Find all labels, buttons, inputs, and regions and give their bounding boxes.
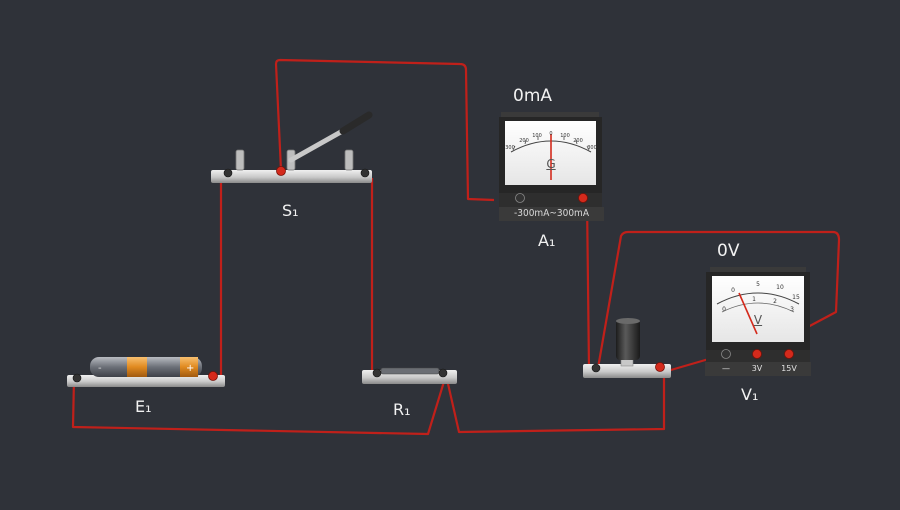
ammeter-range: -300mA~300mA	[514, 208, 589, 219]
switch-handle[interactable]	[339, 111, 373, 135]
ammeter-terminal-positive[interactable]	[578, 193, 588, 203]
ammeter-terminal-bar	[499, 193, 602, 207]
capacitor-can	[616, 320, 640, 360]
voltmeter-needle	[738, 292, 758, 335]
capacitor-terminal-left[interactable]	[591, 363, 601, 373]
voltmeter-terminal-minus[interactable]	[721, 349, 731, 359]
voltmeter-scale-outer-label: 15	[792, 294, 800, 301]
ammeter-scale-label: 100	[560, 133, 570, 139]
ammeter-scale-label: 300	[587, 145, 597, 151]
switch[interactable]	[211, 111, 373, 183]
wire-resistor-to-capacitor[interactable]	[444, 371, 666, 434]
ammeter-reading: 0mA	[513, 86, 553, 106]
ammeter-scale-label: 300	[505, 145, 515, 151]
wire-ammeter-to-capacitor[interactable]	[585, 199, 595, 370]
battery-terminal-negative[interactable]	[72, 373, 82, 383]
voltmeter[interactable]	[705, 267, 811, 376]
switch-post-right	[344, 149, 354, 171]
ammeter-top-cap	[501, 112, 599, 118]
voltmeter-top-cap	[710, 267, 806, 273]
switch-terminal-right[interactable]	[360, 168, 370, 178]
voltmeter-terminal-3v-label: 3V	[751, 364, 763, 373]
voltmeter-symbol: V	[753, 313, 763, 327]
wire-battery-to-resistor[interactable]	[71, 374, 448, 436]
voltmeter-scale-inner-label: 3	[790, 306, 794, 313]
capacitor-top	[616, 318, 640, 324]
switch-terminal-middle[interactable]	[276, 166, 286, 176]
resistor-terminal-left[interactable]	[372, 368, 382, 378]
ammeter-range-plate	[499, 207, 604, 221]
voltmeter-scale-inner-label: 0	[722, 306, 726, 313]
wire-switch-right-to-resistor[interactable]	[370, 178, 377, 375]
ammeter-scale-label: 200	[519, 138, 529, 144]
switch-post-left	[235, 149, 245, 171]
voltmeter-terminal-15v-label: 15V	[781, 364, 797, 373]
ammeter-scale-label: 100	[532, 133, 542, 139]
resistor[interactable]	[362, 367, 457, 384]
voltmeter-terminal-15v[interactable]	[784, 349, 794, 359]
battery-plus-mark: +	[186, 363, 194, 374]
voltmeter-terminal-3v[interactable]	[752, 349, 762, 359]
ammeter-label: A₁	[538, 231, 556, 250]
resistor-body	[380, 367, 440, 375]
wire-switch-to-ammeter[interactable]	[274, 58, 495, 202]
voltmeter-scale-arc-inner	[721, 302, 795, 313]
voltmeter-scale-outer-label: 10	[776, 284, 784, 291]
ammeter-symbol: G	[546, 157, 556, 171]
battery[interactable]: - +	[67, 357, 225, 387]
capacitor-terminal-right[interactable]	[655, 362, 665, 372]
voltmeter-scale-outer-label: 0	[731, 287, 735, 294]
voltmeter-face	[712, 276, 804, 342]
switch-base	[211, 170, 372, 183]
battery-band-left	[127, 357, 147, 377]
voltmeter-scale-arc-outer	[716, 292, 800, 305]
resistor-label: R₁	[393, 400, 411, 419]
wire-capacitor-to-voltmeter-loop[interactable]	[596, 230, 841, 369]
battery-label: E₁	[135, 397, 152, 416]
capacitor-base	[583, 364, 671, 378]
battery-base	[67, 375, 225, 387]
ammeter[interactable]	[499, 112, 604, 221]
resistor-terminal-right[interactable]	[438, 368, 448, 378]
voltmeter-scale-inner-label: 1	[752, 296, 756, 303]
battery-terminal-positive[interactable]	[208, 371, 218, 381]
wire-switch-left-to-battery[interactable]	[214, 178, 223, 379]
battery-band-right	[180, 357, 198, 377]
voltmeter-range-plate	[705, 362, 811, 376]
voltmeter-scale-inner-label: 2	[773, 298, 777, 305]
switch-label: S₁	[282, 201, 299, 220]
capacitor[interactable]	[583, 318, 671, 378]
switch-terminal-left[interactable]	[223, 168, 233, 178]
voltmeter-label: V₁	[741, 385, 759, 404]
ammeter-terminal-negative[interactable]	[515, 193, 525, 203]
voltmeter-terminal-minus-label: —	[722, 364, 730, 373]
voltmeter-reading: 0V	[717, 241, 740, 261]
ammeter-scale-label: 200	[573, 138, 583, 144]
voltmeter-scale-outer-label: 5	[756, 281, 760, 288]
battery-minus-mark: -	[98, 363, 102, 374]
ammeter-scale-label: 0	[549, 131, 553, 137]
